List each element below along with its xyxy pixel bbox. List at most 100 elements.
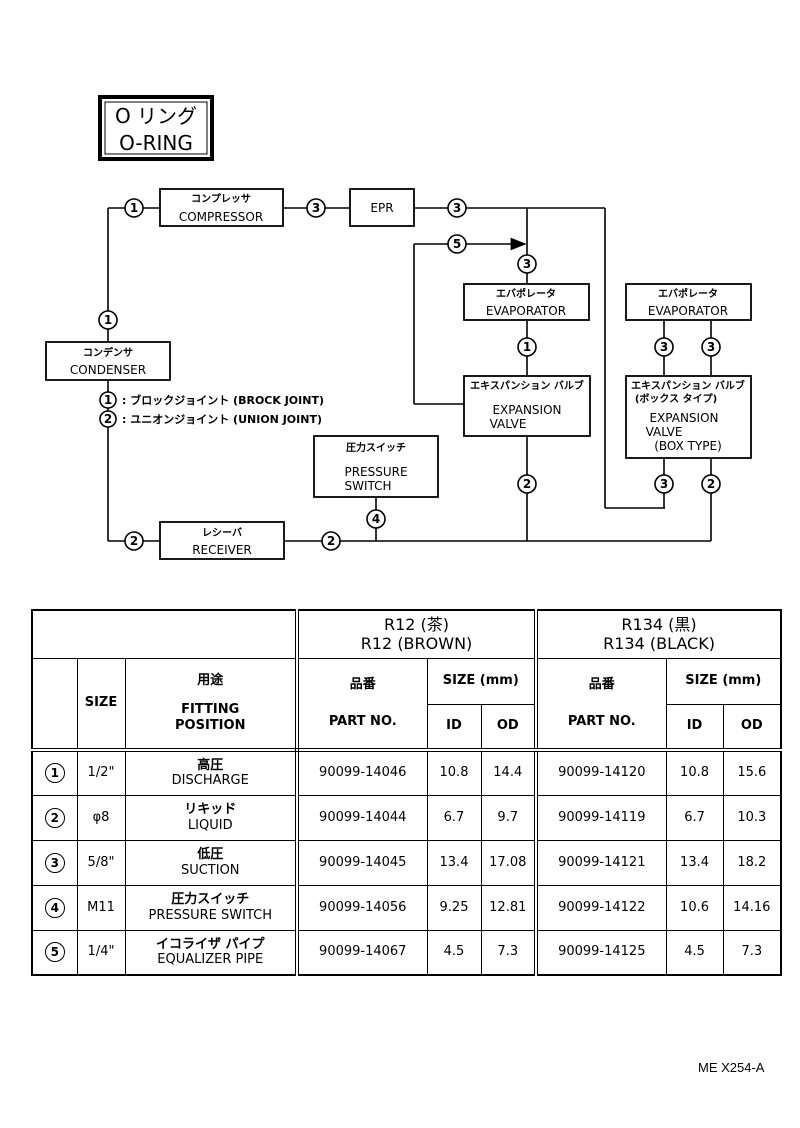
compressor-label-jp: コンプレッサ (191, 192, 251, 205)
marker-3-epr-out: 3 (447, 198, 467, 218)
row-size: 5/8" (76, 839, 126, 886)
table-corner (31, 609, 299, 659)
r134-header-en: R134 (BLACK) (603, 634, 715, 654)
r134-size-mm-header: SIZE (mm) (665, 657, 782, 705)
row-number: 1 (31, 749, 78, 796)
receiver-box: レシーバ RECEIVER (159, 521, 285, 560)
row-number: 5 (31, 929, 78, 976)
marker-5-equalizer: 5 (447, 234, 467, 254)
r134-id: 13.4 (665, 839, 724, 886)
row-usage-jp: 低圧 (197, 846, 224, 862)
evaporator-left-label-jp: エバポレータ (496, 287, 556, 300)
r12-size-mm-header: SIZE (mm) (426, 657, 539, 705)
pressure-switch-label-en2: SWITCH (344, 479, 391, 493)
row-usage-jp: リキッド (184, 801, 237, 817)
r12-part-no: 90099-14044 (296, 794, 428, 841)
box-valve-label-jp2: (ボックス タイプ) (635, 392, 717, 405)
row-number-circle: 3 (44, 852, 65, 873)
pressure-switch-label-en1: PRESSURE (344, 465, 407, 479)
r134-od: 14.16 (722, 884, 782, 931)
svg-text:2: 2 (523, 477, 531, 491)
svg-text:2: 2 (707, 477, 715, 491)
epr-box: EPR (349, 188, 415, 227)
row-usage-jp: イコライザ パイプ (155, 936, 265, 952)
row-usage-en: PRESSURE SWITCH (148, 907, 272, 923)
r134-part-no: 90099-14122 (535, 884, 667, 931)
pressure-switch-label-jp: 圧力スイッチ (346, 441, 406, 454)
compressor-box: コンプレッサ COMPRESSOR (159, 188, 284, 227)
r12-id: 13.4 (426, 839, 482, 886)
expansion-valve-label-en2: VALVE (490, 417, 527, 431)
box-valve-label-jp1: エキスパンション バルブ (631, 379, 745, 392)
expansion-valve-box-type: エキスパンション バルブ (ボックス タイプ) EXPANSION VALVE … (625, 375, 752, 459)
legend-text-2: : ユニオンジョイント (UNION JOINT) (122, 413, 322, 426)
marker-2-receiver-out: 2 (321, 531, 341, 551)
r12-id: 9.25 (426, 884, 482, 931)
r134-id: 10.8 (665, 749, 724, 796)
usage-col-header: 用途 FITTING POSITION (124, 657, 299, 752)
evaporator-right-box: エバポレータ EVAPORATOR (625, 283, 752, 321)
box-valve-label-en3: (BOX TYPE) (654, 439, 722, 453)
r12-header-en: R12 (BROWN) (360, 634, 473, 654)
marker-2-receiver-in: 2 (124, 531, 144, 551)
expansion-valve-label-jp: エキスパンション バルブ (470, 379, 584, 392)
svg-text:3: 3 (312, 201, 320, 215)
row-number-circle: 5 (44, 942, 65, 963)
r12-od: 14.4 (480, 749, 539, 796)
r12-part-no: 90099-14046 (296, 749, 428, 796)
r12-od: 17.08 (480, 839, 539, 886)
r12-header: R12 (茶) R12 (BROWN) (296, 609, 539, 659)
receiver-label-en: RECEIVER (192, 543, 252, 557)
condenser-box: コンデンサ CONDENSER (45, 341, 171, 381)
marker-3-right-evap-a: 3 (654, 337, 674, 357)
r12-part-no: 90099-14045 (296, 839, 428, 886)
r12-od: 7.3 (480, 929, 539, 976)
r134-od: 10.3 (722, 794, 782, 841)
r134-od: 15.6 (722, 749, 782, 796)
r12-partno-header: 品番 PART NO. (296, 657, 428, 752)
svg-text:3: 3 (660, 477, 668, 491)
marker-1-compressor: 1 (124, 198, 144, 218)
svg-text:3: 3 (660, 340, 668, 354)
legend: 1 : ブロックジョイント (BROCK JOINT) 2 : ユニオンジョイン… (99, 391, 324, 428)
r12-partno-jp: 品番 (349, 676, 376, 692)
r12-part-no: 90099-14056 (296, 884, 428, 931)
r134-part-no: 90099-14125 (535, 929, 667, 976)
svg-text:3: 3 (707, 340, 715, 354)
o-ring-parts-table: R12 (茶) R12 (BROWN) R134 (黒) R134 (BLACK… (31, 609, 783, 976)
svg-text:2: 2 (130, 534, 138, 548)
r134-part-no: 90099-14120 (535, 749, 667, 796)
r134-id-header: ID (665, 703, 724, 752)
r134-od-header: OD (722, 703, 782, 752)
r134-partno-header: 品番 PART NO. (535, 657, 667, 752)
row-usage-en: EQUALIZER PIPE (157, 952, 264, 968)
row-number: 2 (31, 794, 78, 841)
r134-part-no: 90099-14121 (535, 839, 667, 886)
r134-part-no: 90099-14119 (535, 794, 667, 841)
r134-id: 4.5 (665, 929, 724, 976)
svg-text:1: 1 (104, 313, 112, 327)
r12-id: 10.8 (426, 749, 482, 796)
r12-header-jp: R12 (茶) (383, 615, 450, 635)
evaporator-left-box: エバポレータ EVAPORATOR (463, 283, 590, 321)
box-valve-label-en2: VALVE (646, 425, 683, 439)
row-number: 4 (31, 884, 78, 931)
marker-2-box-valve: 2 (701, 474, 721, 494)
row-usage-jp: 圧力スイッチ (171, 891, 250, 907)
marker-3-box-valve: 3 (654, 474, 674, 494)
r12-id-header: ID (426, 703, 482, 752)
r134-id: 6.7 (665, 794, 724, 841)
r134-partno-jp: 品番 (588, 676, 615, 692)
r134-od: 18.2 (722, 839, 782, 886)
box-valve-label-en1: EXPANSION (649, 411, 718, 425)
title-box: O リング O-RING (98, 95, 214, 161)
row-size: 1/4" (76, 929, 126, 976)
document-code: ME X254-A (698, 1060, 765, 1075)
row-usage-en: DISCHARGE (171, 773, 249, 789)
legend-num-1: 1 (104, 393, 112, 407)
